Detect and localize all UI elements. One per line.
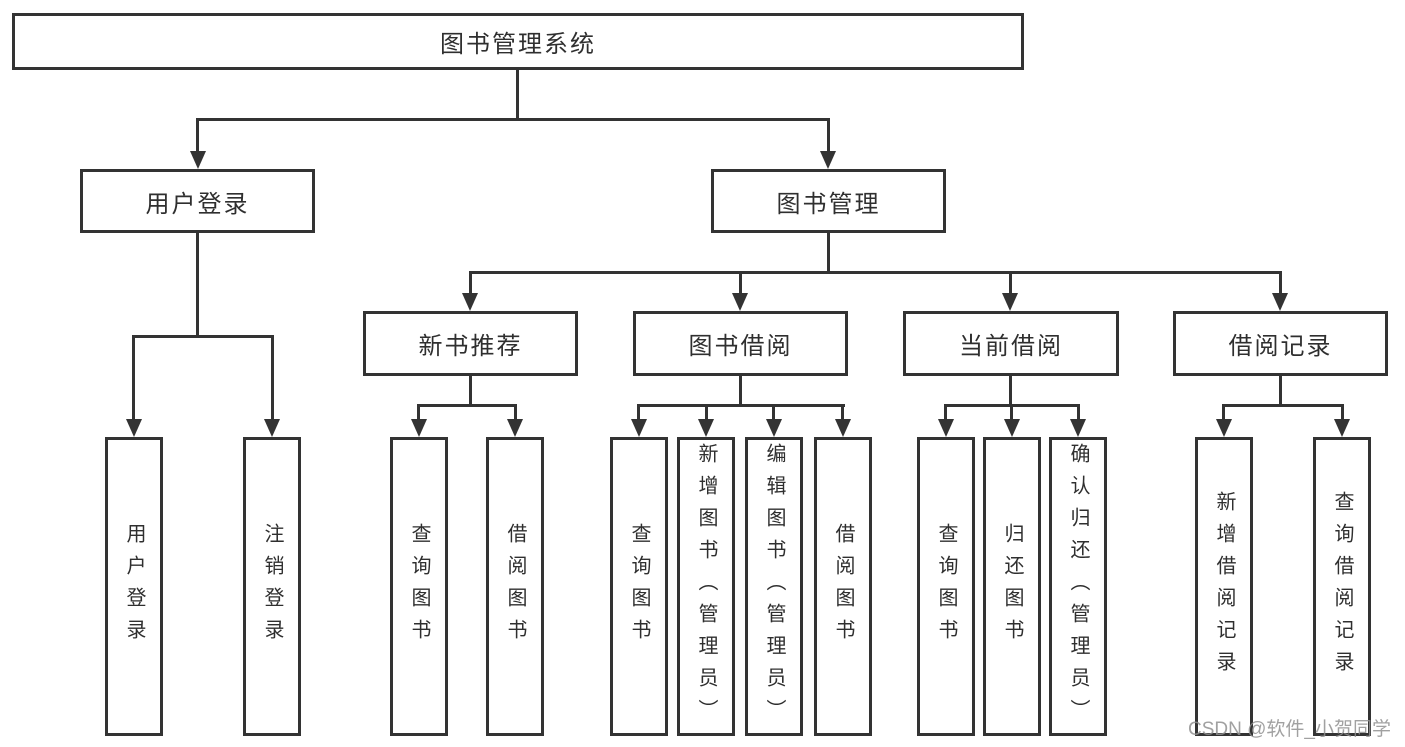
watermark: CSDN @软件_小贺同学 — [1188, 719, 1391, 740]
connector-borrow-stub-2 — [705, 404, 708, 421]
node-current-borrow-label: 当前借阅 — [959, 333, 1063, 360]
node-book-mgmt-label: 图书管理 — [776, 190, 881, 218]
connector-recommend-stub-2 — [514, 404, 517, 421]
leaf-borrow-books-borrow-label: 借阅图书 — [832, 522, 854, 651]
node-borrow-records-label: 借阅记录 — [1228, 333, 1333, 360]
connector-records-stub-2 — [1341, 404, 1344, 421]
node-new-book-recommend-label: 新书推荐 — [418, 333, 523, 360]
leaf-query-books-current: 查询图书 — [917, 437, 975, 736]
node-book-mgmt: 图书管理 — [711, 169, 946, 233]
connector-root-stub-right — [827, 118, 830, 154]
connector-recommend-horizontal — [417, 404, 517, 407]
arrowhead-down-icon — [1070, 419, 1086, 437]
arrowhead-down-icon — [462, 293, 478, 311]
leaf-add-borrow-record-label: 新增借阅记录 — [1213, 490, 1235, 683]
arrowhead-down-icon — [1004, 419, 1020, 437]
connector-borrow-horizontal — [637, 404, 845, 407]
connector-borrow-stub-4 — [841, 404, 844, 421]
leaf-query-borrow-record: 查询借阅记录 — [1313, 437, 1371, 736]
leaf-borrow-books-borrow: 借阅图书 — [814, 437, 872, 736]
arrowhead-down-icon — [1002, 293, 1018, 311]
connector-root-horizontal — [196, 118, 830, 121]
leaf-query-borrow-record-label: 查询借阅记录 — [1331, 490, 1353, 683]
connector-recommend-vertical — [469, 376, 472, 407]
node-root-label: 图书管理系统 — [440, 31, 596, 58]
connector-userlogin-vertical — [196, 233, 199, 337]
node-borrow-records: 借阅记录 — [1173, 311, 1388, 376]
leaf-confirm-return-admin: 确认归还（管理员） — [1049, 437, 1107, 736]
connector-borrow-stub-3 — [772, 404, 775, 421]
leaf-borrow-books-recommend: 借阅图书 — [486, 437, 544, 736]
arrowhead-down-icon — [1334, 419, 1350, 437]
arrowhead-down-icon — [126, 419, 142, 437]
connector-bookmgmt-vertical — [827, 233, 830, 273]
connector-userlogin-stub-1 — [132, 335, 135, 421]
leaf-query-books-borrow-label: 查询图书 — [628, 522, 650, 651]
leaf-return-books-label: 归还图书 — [1001, 522, 1023, 651]
connector-records-vertical — [1279, 376, 1282, 407]
arrowhead-down-icon — [698, 419, 714, 437]
connector-userlogin-horizontal — [132, 335, 274, 338]
connector-recommend-stub-1 — [417, 404, 420, 421]
arrowhead-down-icon — [820, 151, 836, 169]
connector-borrow-stub-1 — [637, 404, 640, 421]
node-root: 图书管理系统 — [12, 13, 1024, 70]
connector-bookmgmt-stub-3 — [1009, 271, 1012, 297]
arrowhead-down-icon — [1272, 293, 1288, 311]
leaf-user-login: 用户登录 — [105, 437, 163, 736]
connector-root-stub-left — [196, 118, 199, 154]
connector-bookmgmt-stub-1 — [469, 271, 472, 297]
leaf-return-books: 归还图书 — [983, 437, 1041, 736]
leaf-query-books-current-label: 查询图书 — [935, 522, 957, 651]
connector-records-stub-1 — [1222, 404, 1225, 421]
connector-records-horizontal — [1222, 404, 1344, 407]
connector-root-vertical — [516, 70, 519, 121]
connector-current-stub-1 — [944, 404, 947, 421]
leaf-query-books-recommend: 查询图书 — [390, 437, 448, 736]
arrowhead-down-icon — [732, 293, 748, 311]
node-user-login-label: 用户登录 — [145, 190, 250, 218]
arrowhead-down-icon — [835, 419, 851, 437]
connector-current-stub-2 — [1010, 404, 1013, 421]
leaf-query-books-recommend-label: 查询图书 — [408, 522, 430, 651]
arrowhead-down-icon — [264, 419, 280, 437]
leaf-confirm-return-admin-label: 确认归还（管理员） — [1067, 442, 1089, 731]
connector-borrow-vertical — [739, 376, 742, 407]
node-current-borrow: 当前借阅 — [903, 311, 1119, 376]
leaf-borrow-books-recommend-label: 借阅图书 — [504, 522, 526, 651]
connector-bookmgmt-horizontal — [469, 271, 1282, 274]
arrowhead-down-icon — [190, 151, 206, 169]
leaf-user-login-label: 用户登录 — [123, 522, 145, 651]
leaf-add-books-admin-label: 新增图书（管理员） — [695, 442, 717, 731]
arrowhead-down-icon — [411, 419, 427, 437]
leaf-add-books-admin: 新增图书（管理员） — [677, 437, 735, 736]
arrowhead-down-icon — [938, 419, 954, 437]
arrowhead-down-icon — [631, 419, 647, 437]
node-book-borrow-label: 图书借阅 — [688, 333, 793, 360]
leaf-edit-books-admin: 编辑图书（管理员） — [745, 437, 803, 736]
arrowhead-down-icon — [1216, 419, 1232, 437]
arrowhead-down-icon — [507, 419, 523, 437]
node-book-borrow: 图书借阅 — [633, 311, 848, 376]
arrowhead-down-icon — [766, 419, 782, 437]
leaf-edit-books-admin-label: 编辑图书（管理员） — [763, 442, 785, 731]
leaf-logout-login: 注销登录 — [243, 437, 301, 736]
leaf-logout-login-label: 注销登录 — [261, 522, 283, 651]
connector-current-stub-3 — [1077, 404, 1080, 421]
connector-bookmgmt-stub-2 — [739, 271, 742, 297]
leaf-add-borrow-record: 新增借阅记录 — [1195, 437, 1253, 736]
node-user-login: 用户登录 — [80, 169, 315, 233]
connector-bookmgmt-stub-4 — [1279, 271, 1282, 297]
connector-current-vertical — [1009, 376, 1012, 407]
node-new-book-recommend: 新书推荐 — [363, 311, 578, 376]
connector-userlogin-stub-2 — [271, 335, 274, 421]
leaf-query-books-borrow: 查询图书 — [610, 437, 668, 736]
